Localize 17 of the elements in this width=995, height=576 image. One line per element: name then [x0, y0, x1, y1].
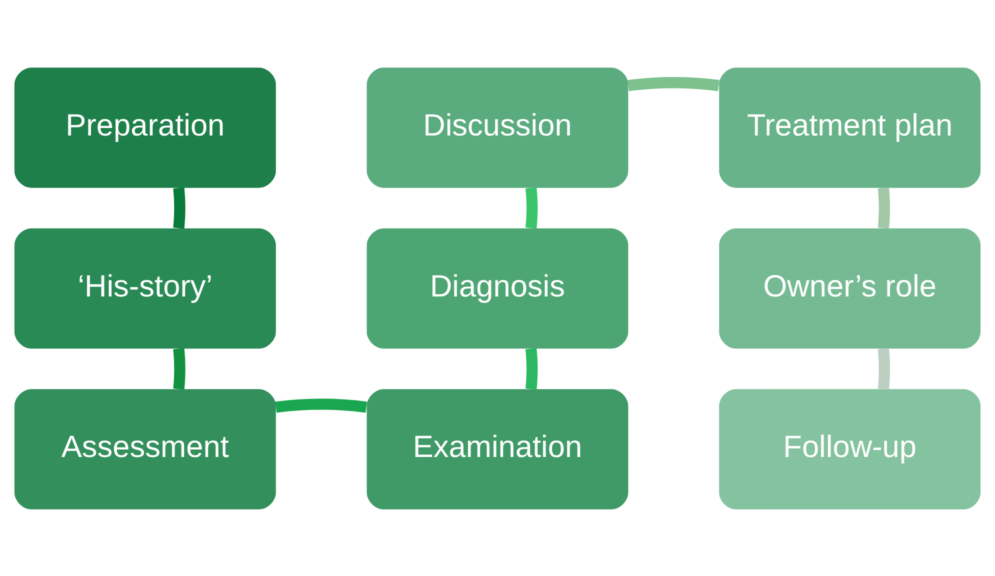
connector: [878, 348, 890, 390]
connector: [526, 348, 538, 390]
connector: [878, 186, 890, 228]
node-box: Discussion: [366, 67, 628, 188]
connector: [173, 186, 186, 228]
connector: [628, 76, 720, 91]
connector: [275, 398, 368, 412]
node-box: Follow-up: [719, 388, 981, 509]
node-box: ‘His-story’: [14, 228, 276, 348]
node-box: Preparation: [14, 67, 276, 188]
node-box: Treatment plan: [719, 67, 981, 188]
connector: [526, 186, 538, 228]
node-box: Owner’s role: [719, 228, 981, 348]
node-box: Assessment: [14, 388, 276, 509]
node-box: Diagnosis: [366, 228, 628, 348]
node-box: Examination: [366, 388, 628, 509]
connector: [173, 348, 186, 390]
